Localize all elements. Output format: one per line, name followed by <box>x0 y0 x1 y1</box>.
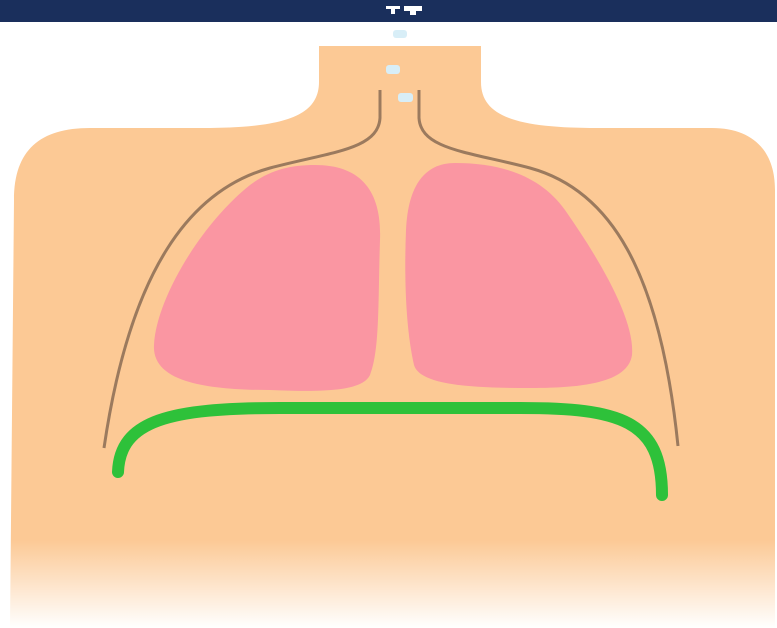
bottom-fade <box>0 540 777 628</box>
air-bubble <box>393 30 407 38</box>
air-bubble <box>398 93 413 102</box>
air-bubble <box>386 65 400 74</box>
